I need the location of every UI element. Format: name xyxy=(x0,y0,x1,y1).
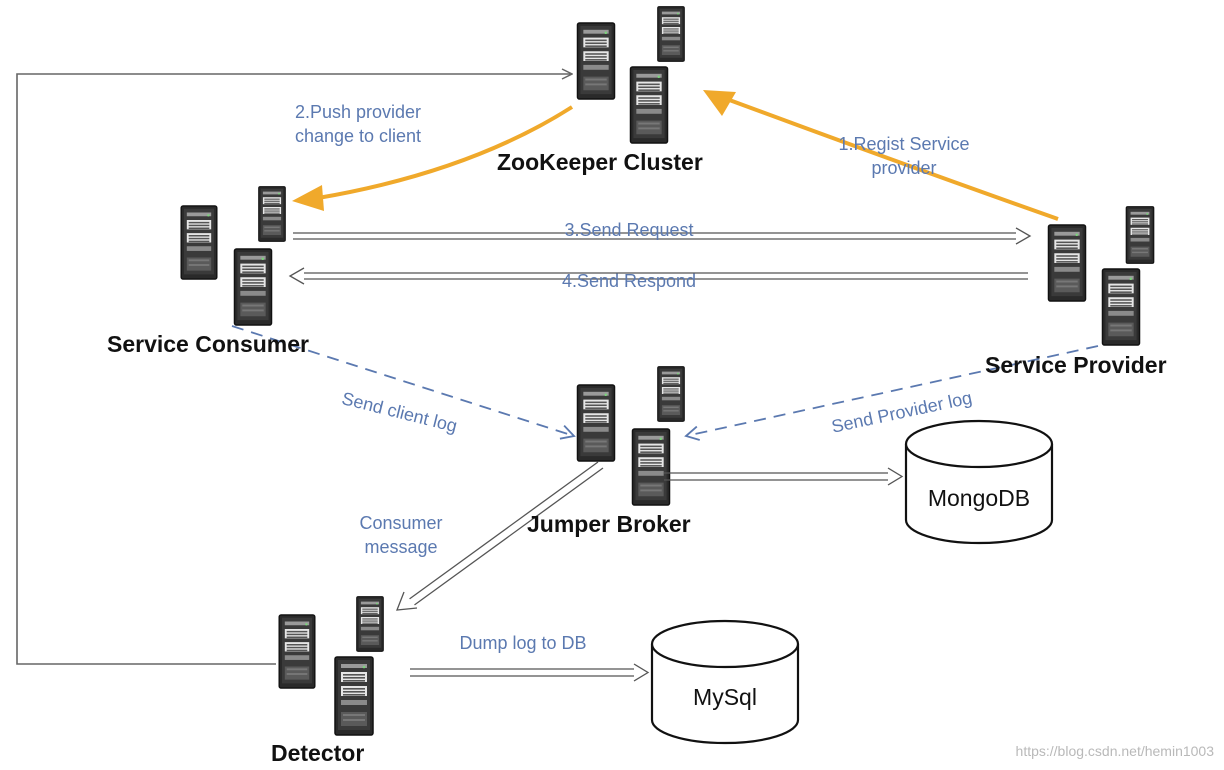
jumper-broker-label: Jumper Broker xyxy=(527,511,691,537)
send-provider-log-arrow xyxy=(684,345,1099,441)
send-request-arrow xyxy=(293,227,1032,245)
dump-log-label: Dump log to DB xyxy=(459,633,586,653)
detector-label: Detector xyxy=(271,740,364,766)
send-respond-label: 4.Send Respond xyxy=(562,271,696,291)
service-consumer-label: Service Consumer xyxy=(107,331,309,357)
broker-to-mongodb-arrow xyxy=(664,467,904,486)
push-provider-label: 2.Push provider xyxy=(295,102,421,122)
send-client-log-label: Send client log xyxy=(340,388,459,436)
regist-service-arrow xyxy=(703,90,1059,221)
mongodb-label: MongoDB xyxy=(928,485,1030,511)
dump-log-arrow xyxy=(410,663,650,682)
send-request-label: 3.Send Request xyxy=(564,220,693,240)
mysql-label: MySql xyxy=(693,684,757,710)
zookeeper-label: ZooKeeper Cluster xyxy=(497,149,703,175)
detector-cluster-icon xyxy=(278,596,384,736)
service-consumer-cluster-icon xyxy=(180,186,286,326)
push-provider-arrow xyxy=(292,105,574,211)
service-provider-label: Service Provider xyxy=(985,352,1167,378)
regist-service-label: 1.Regist Service xyxy=(838,134,969,154)
consumer-message-arrow xyxy=(396,461,604,611)
mysql-database-icon xyxy=(650,619,800,745)
jumper-broker-cluster-icon xyxy=(576,366,685,506)
detector-to-zookeeper-line xyxy=(16,74,572,665)
service-provider-cluster-icon xyxy=(1047,206,1155,346)
consumer-message-label-2: message xyxy=(364,537,437,557)
zookeeper-cluster-icon xyxy=(576,6,685,144)
send-respond-arrow xyxy=(288,267,1028,285)
push-provider-label-2: change to client xyxy=(295,126,421,146)
regist-service-label-2: provider xyxy=(871,158,936,178)
consumer-message-label: Consumer xyxy=(359,513,442,533)
watermark-text: https://blog.csdn.net/hemin1003 xyxy=(1016,743,1215,759)
mongodb-database-icon xyxy=(904,419,1054,545)
